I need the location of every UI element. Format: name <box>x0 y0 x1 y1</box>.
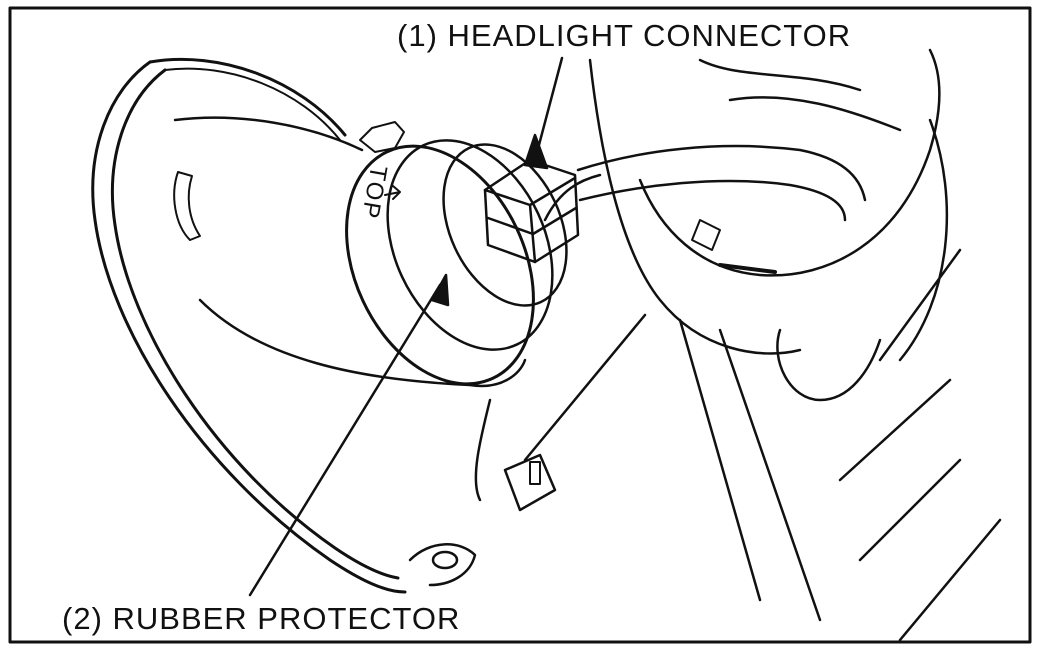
headlight-bulb <box>173 116 568 388</box>
leader-lines <box>248 56 647 597</box>
protector-arrowhead <box>430 273 450 307</box>
rubber-protector-label: (2) RUBBER PROTECTOR <box>58 603 465 634</box>
protector-leader-line <box>248 283 442 597</box>
wiring-harness <box>576 48 1002 642</box>
top-arrow-icon <box>384 185 401 200</box>
lower-bracket <box>408 398 557 587</box>
figure-frame <box>8 6 1032 644</box>
connector-leader-line <box>533 56 564 162</box>
connector-arrowhead <box>523 133 549 170</box>
headlight-connector <box>483 158 602 264</box>
adjuster-screw <box>359 121 405 153</box>
headlight-rim <box>91 57 407 594</box>
headlight-connector-label: (1) HEADLIGHT CONNECTOR <box>393 20 856 51</box>
